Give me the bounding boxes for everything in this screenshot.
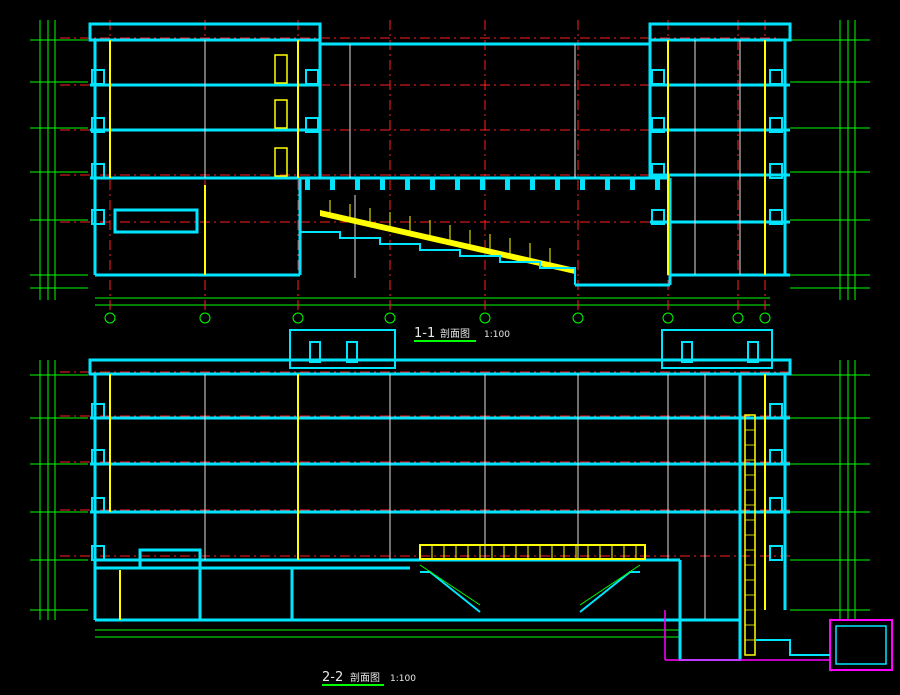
section-2-2-columns [109, 374, 766, 620]
section-2-2-truss [419, 544, 646, 560]
section-1-1-axes [60, 20, 780, 310]
section-2-2-dimensions [30, 360, 870, 638]
section-1-1-axis-bubbles [104, 312, 771, 324]
section-2-2: 2-2 剖面图 1:100 [30, 329, 893, 686]
section-1-1-label: 1-1 [414, 326, 435, 341]
section-1-1-title: 1-1 剖面图 1:100 [414, 326, 510, 342]
section-1-1-structure [88, 22, 792, 287]
section-2-2-label: 2-2 [322, 670, 343, 685]
section-1-1: 1-1 剖面图 1:100 [30, 20, 870, 342]
section-1-1-title-text: 剖面图 [440, 327, 470, 340]
section-1-1-doors [274, 54, 288, 177]
section-1-1-scale: 1:100 [484, 330, 510, 340]
section-1-1-columns [109, 40, 766, 275]
section-2-2-title: 2-2 剖面图 1:100 [322, 670, 416, 686]
section-2-2-partitions [204, 374, 706, 620]
section-2-2-title-text: 剖面图 [350, 671, 380, 684]
section-1-1-partitions [204, 40, 741, 278]
section-2-2-roof-boxes [289, 329, 773, 369]
section-2-2-stair-shaft [744, 414, 756, 656]
section-1-1-raked-seating [300, 200, 576, 285]
section-1-1-dimensions [30, 20, 870, 306]
section-2-2-basement [664, 610, 893, 671]
section-1-1-ceiling-trusses [305, 178, 660, 190]
section-2-2-hall-stairs [419, 564, 641, 613]
section-2-2-scale: 1:100 [390, 674, 416, 684]
section-2-2-balconies [91, 403, 783, 561]
section-1-1-balconies [91, 69, 783, 225]
